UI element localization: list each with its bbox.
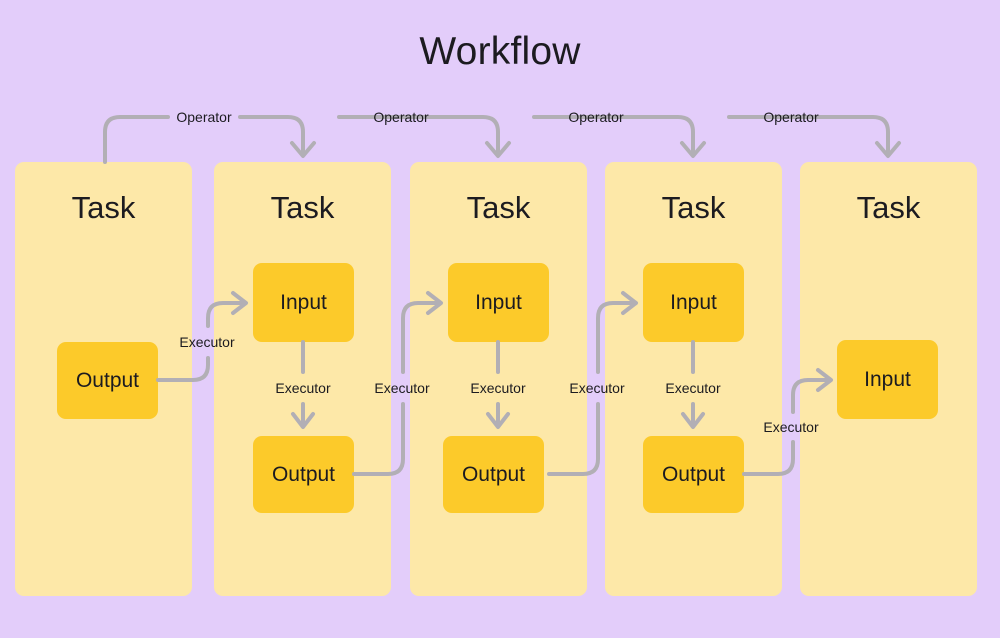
task-title: Task xyxy=(270,190,335,225)
operator-label: Operator xyxy=(763,109,819,125)
input-node[interactable]: Input xyxy=(253,263,354,342)
task-title: Task xyxy=(661,190,726,225)
executor-label-vertical: Executor xyxy=(665,380,721,396)
output-node-label: Output xyxy=(75,368,140,392)
operator-label: Operator xyxy=(176,109,232,125)
input-node-label: Input xyxy=(864,367,911,391)
task-title: Task xyxy=(71,190,136,225)
task-column-1[interactable]: Task Output xyxy=(15,162,192,596)
output-node-label: Output xyxy=(661,462,726,486)
output-node[interactable]: Output xyxy=(643,436,744,513)
output-node[interactable]: Output xyxy=(443,436,544,513)
output-node[interactable]: Output xyxy=(253,436,354,513)
output-node[interactable]: Output xyxy=(57,342,158,419)
output-node-label: Output xyxy=(461,462,526,486)
operator-label: Operator xyxy=(373,109,429,125)
executor-label-between: Executor xyxy=(569,380,625,396)
input-node[interactable]: Input xyxy=(448,263,549,342)
output-node-label: Output xyxy=(271,462,336,486)
input-node-label: Input xyxy=(475,290,522,314)
page-title: Workflow xyxy=(419,30,581,73)
operator-label: Operator xyxy=(568,109,624,125)
task-title: Task xyxy=(466,190,531,225)
executor-label-vertical: Executor xyxy=(275,380,331,396)
task-column-2[interactable]: Task Input Output xyxy=(214,162,391,596)
executor-label-between: Executor xyxy=(763,419,819,435)
executor-label-between: Executor xyxy=(179,334,235,350)
executor-label-vertical: Executor xyxy=(470,380,526,396)
executor-label-between: Executor xyxy=(374,380,430,396)
task-column-4[interactable]: Task Input Output xyxy=(605,162,782,596)
task-title: Task xyxy=(856,190,921,225)
task-column-5[interactable]: Task Input xyxy=(800,162,977,596)
task-column-3[interactable]: Task Input Output xyxy=(410,162,587,596)
input-node-label: Input xyxy=(280,290,327,314)
input-node-label: Input xyxy=(670,290,717,314)
input-node[interactable]: Input xyxy=(643,263,744,342)
input-node[interactable]: Input xyxy=(837,340,938,419)
